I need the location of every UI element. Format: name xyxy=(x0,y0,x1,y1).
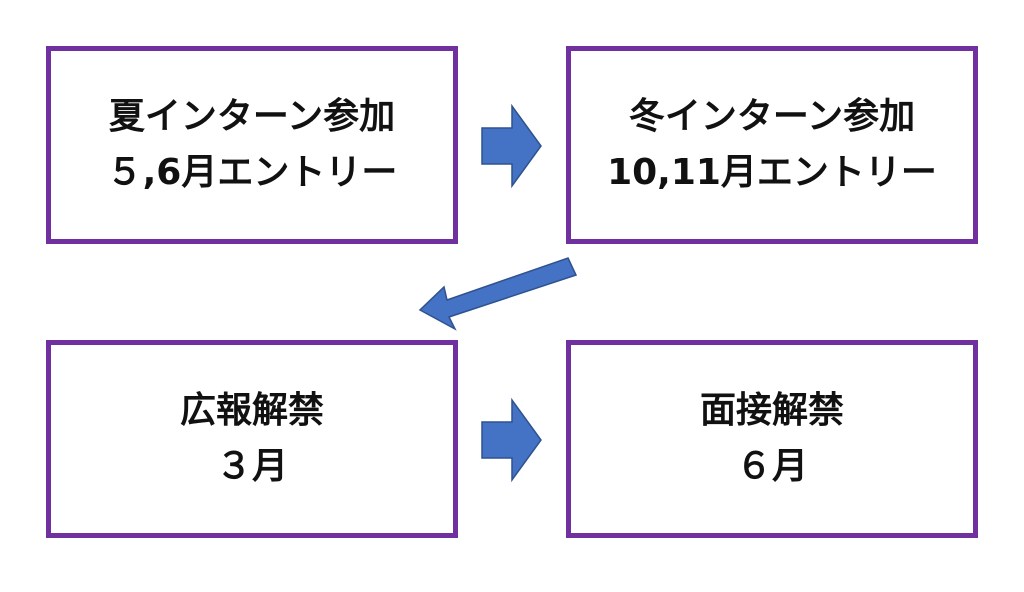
arrow-right-icon xyxy=(481,397,542,483)
step-pr-lifted: 広報解禁 ３月 xyxy=(46,340,458,538)
step-winter-title: 冬インターン参加 xyxy=(628,96,916,137)
step-winter-internship: 冬インターン参加 10,11月エントリー xyxy=(566,46,978,244)
step-summer-detail: ５,6月エントリー xyxy=(106,152,398,193)
step-summer-title: 夏インターン参加 xyxy=(108,96,396,137)
step-pr-title: 広報解禁 xyxy=(179,390,324,431)
step-summer-internship: 夏インターン参加 ５,6月エントリー xyxy=(46,46,458,244)
step-winter-detail: 10,11月エントリー xyxy=(607,152,937,193)
arrow-diagonal-icon xyxy=(418,257,578,331)
step-interview-lifted: 面接解禁 ６月 xyxy=(566,340,978,538)
step-pr-detail: ３月 xyxy=(215,446,288,487)
step-interview-detail: ６月 xyxy=(735,446,808,487)
step-interview-title: 面接解禁 xyxy=(699,390,844,431)
arrow-right-icon xyxy=(481,103,542,189)
